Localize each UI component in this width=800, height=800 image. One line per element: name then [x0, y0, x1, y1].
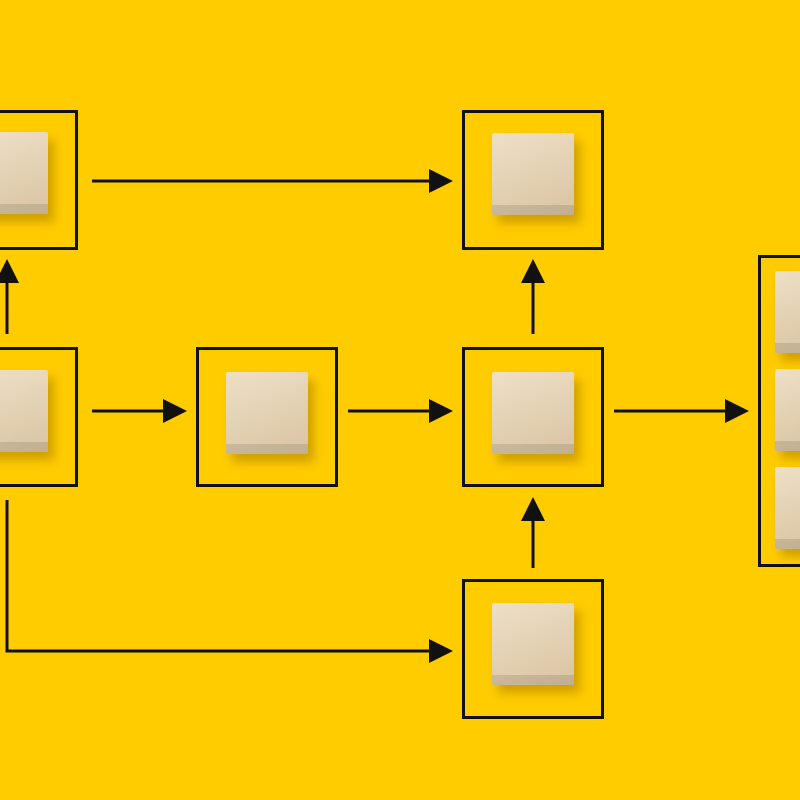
- wooden-block: [492, 133, 574, 215]
- node-frame-mid-center-left: [196, 347, 338, 487]
- node-frame-mid-left: [0, 347, 78, 487]
- node-frame-top-left: [0, 110, 78, 250]
- node-frame-top-center: [462, 110, 604, 250]
- node-frame-bottom-center: [462, 579, 604, 719]
- wooden-block: [0, 132, 48, 214]
- wooden-block: [492, 603, 574, 685]
- wooden-block: [226, 372, 308, 454]
- wooden-block: [775, 271, 800, 353]
- node-frame-mid-center-right: [462, 347, 604, 487]
- wooden-block: [775, 467, 800, 549]
- wooden-block: [492, 372, 574, 454]
- wooden-block: [775, 369, 800, 451]
- wooden-block: [0, 370, 48, 452]
- arrow-mid-left-to-bottom-center: [5, 500, 453, 663]
- node-frame-right-stack: [758, 255, 800, 567]
